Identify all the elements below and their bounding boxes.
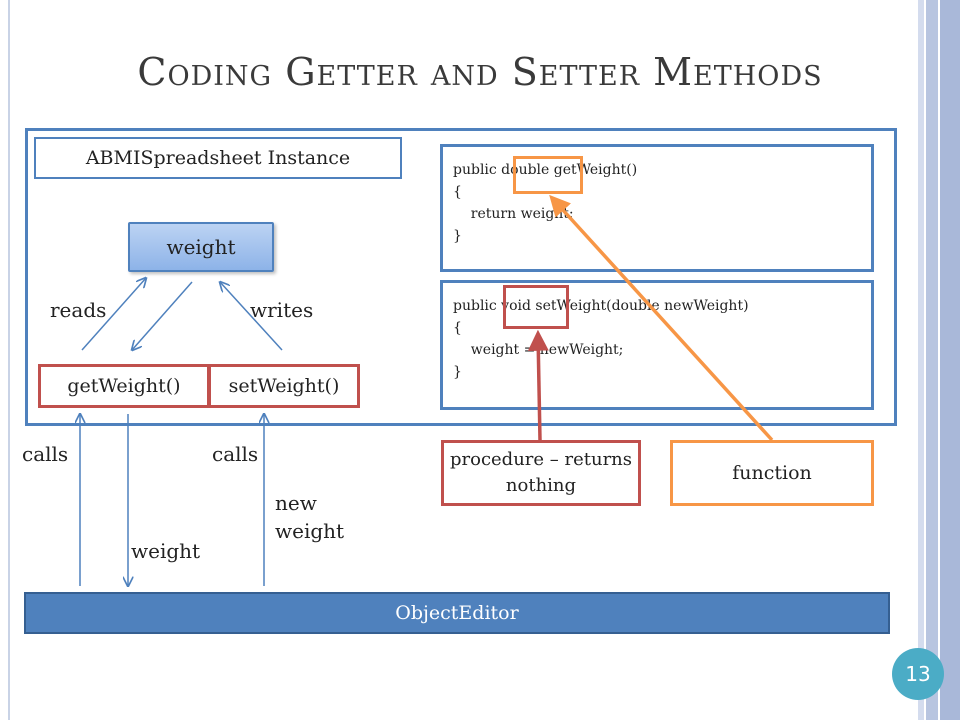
setter-method-box: setWeight() [208,364,360,408]
right-decor-band [918,0,924,720]
instance-label: ABMISpreadsheet Instance [34,137,402,179]
procedure-callout: procedure – returns nothing [441,440,641,506]
right-decor-band [940,0,960,720]
code-line: weight = newWeight; [453,342,624,358]
weight-return-label: weight [131,539,201,563]
code-line: } [453,228,462,244]
code-line: } [453,364,462,380]
code-line: return weight; [453,206,574,222]
writes-label: writes [250,298,314,322]
getter-code-box: public double getWeight() { return weigh… [440,144,874,272]
right-decor-band [926,0,938,720]
calls-label: calls [212,442,259,466]
new-weight-label: new weight [275,491,345,543]
left-rule [8,0,10,720]
object-editor-bar: ObjectEditor [24,592,890,634]
slide-title: Coding Getter and Setter Methods [137,50,823,94]
weight-field-box: weight [128,222,274,272]
return-type-highlight [513,156,583,194]
code-line: { [453,184,462,200]
instance-container [25,128,897,426]
function-callout: function [670,440,874,506]
void-type-highlight [503,285,569,329]
reads-label: reads [50,298,107,322]
getter-method-box: getWeight() [38,364,210,408]
code-line: { [453,320,462,336]
page-number-badge: 13 [892,648,944,700]
calls-label: calls [22,442,69,466]
